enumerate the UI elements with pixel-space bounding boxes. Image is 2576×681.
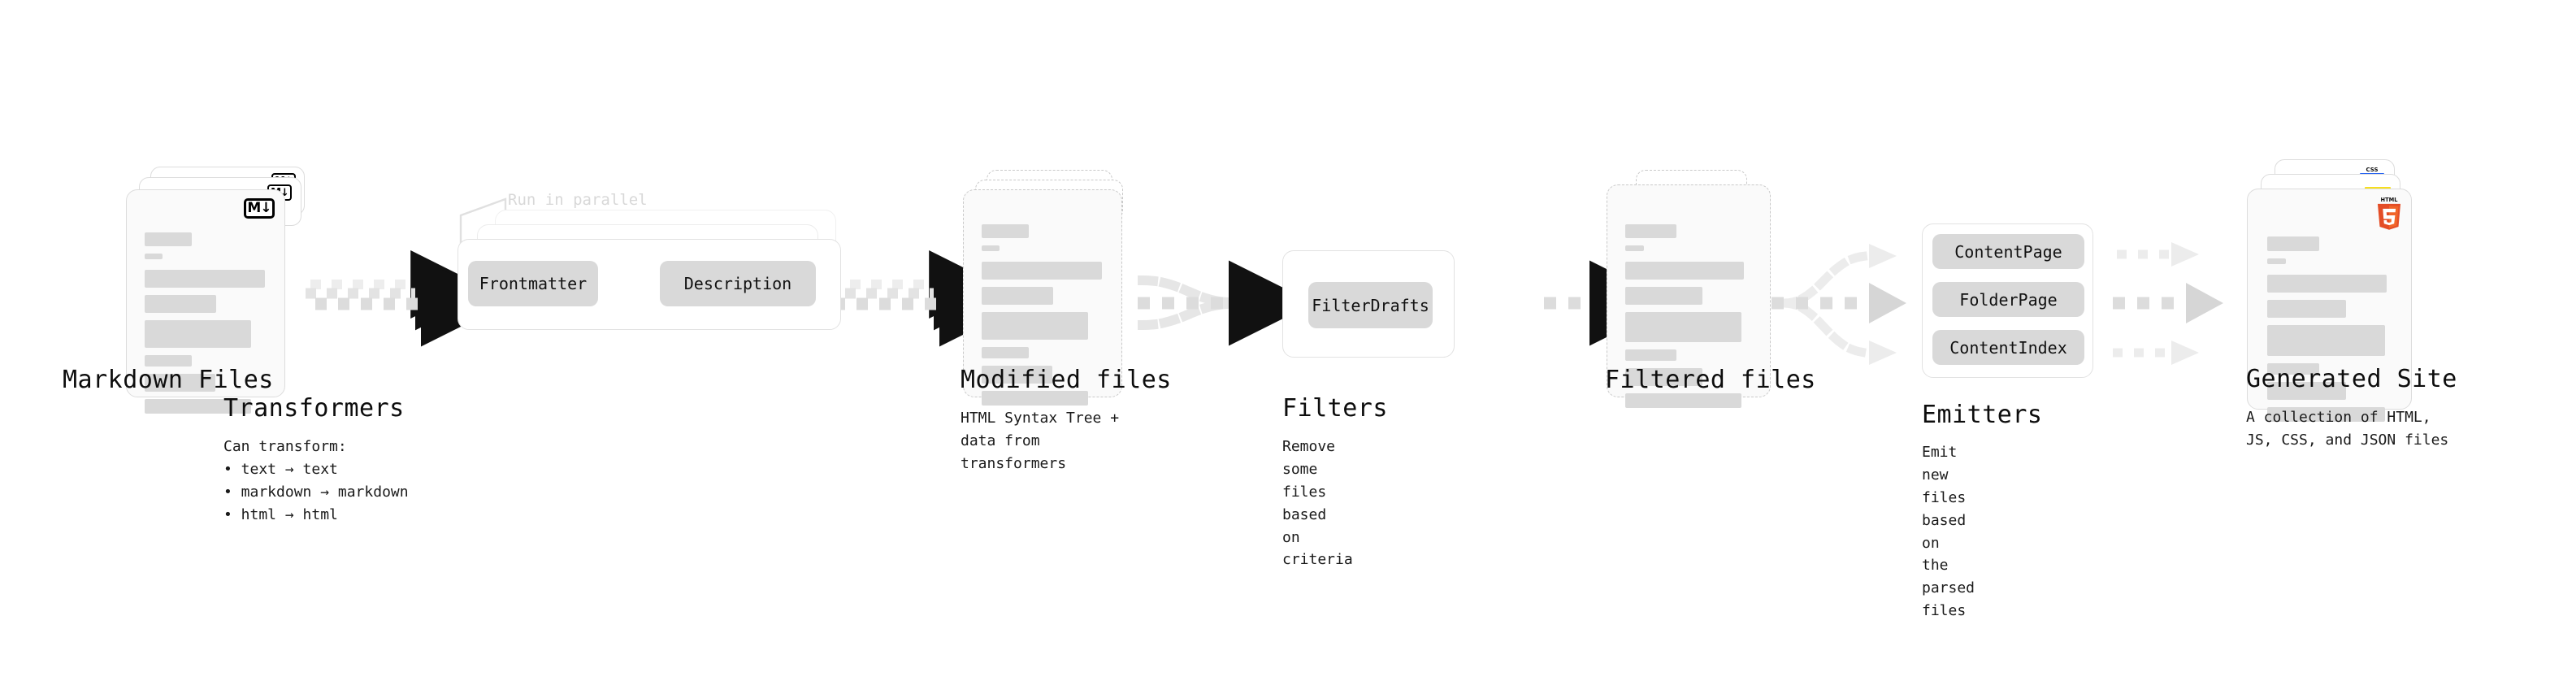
transformer-pill-frontmatter[interactable]: Frontmatter (468, 261, 598, 306)
markdown-placeholder-bars (145, 232, 268, 421)
placeholder-bar (982, 391, 1088, 406)
placeholder-bar (982, 287, 1053, 305)
transformer-pill-description[interactable]: Description (660, 261, 816, 306)
run-in-parallel-label: Run in parallel (508, 191, 648, 209)
stage-title-modified-files: Modified files (961, 366, 1172, 394)
filtered-card-front (1607, 184, 1771, 408)
placeholder-bar (145, 295, 216, 313)
placeholder-bar (1625, 224, 1676, 238)
placeholder-bar (145, 374, 215, 392)
emitter-pill-folderpage[interactable]: FolderPage (1932, 282, 2084, 317)
stage-subtitle-filters: Remove some files based on criteria (1282, 438, 1353, 569)
markdown-icon: M↓ (244, 198, 275, 219)
placeholder-bar (1625, 245, 1644, 251)
stage-filtered-files: Filtered files (1605, 167, 1815, 427)
filtered-placeholder-bars (1625, 224, 1754, 415)
placeholder-bar (1625, 393, 1741, 408)
placeholder-bar (2267, 236, 2319, 251)
placeholder-bar (2267, 363, 2319, 375)
stage-title-filters: Filters (1282, 394, 1388, 423)
site-placeholder-bars (2267, 236, 2395, 429)
placeholder-bar (1625, 262, 1744, 280)
site-card-stack: CSS HTML (2247, 159, 2450, 427)
placeholder-bar (145, 270, 265, 288)
stage-modified-files: Modified files HTML Syntax Tree + data f… (961, 167, 1171, 472)
stage-title-filtered-files: Filtered files (1605, 366, 1816, 394)
placeholder-bar (982, 224, 1029, 238)
markdown-card-stack: M↓ M↓ M↓ (126, 167, 313, 427)
stage-title-generated-site: Generated Site (2246, 365, 2457, 393)
svg-text:HTML: HTML (2381, 197, 2399, 203)
stage-title-markdown-files: Markdown Files (63, 366, 274, 394)
placeholder-bar (2267, 382, 2346, 400)
emitter-pill-contentpage[interactable]: ContentPage (1932, 234, 2084, 269)
markdown-card-front: M↓ (126, 189, 285, 414)
placeholder-bar (982, 262, 1102, 280)
filters-panel: FilterDrafts (1282, 250, 1455, 358)
stage-markdown-files: M↓ M↓ M↓ Markdown Files (63, 167, 313, 427)
modified-card-front (963, 189, 1122, 406)
placeholder-bar (145, 320, 251, 348)
placeholder-bar (1625, 368, 1702, 386)
placeholder-bar (1625, 312, 1741, 342)
placeholder-bar (1625, 349, 1676, 361)
placeholder-bar (145, 355, 192, 367)
placeholder-bar (982, 366, 1052, 384)
filter-pill-filterdrafts[interactable]: FilterDrafts (1308, 282, 1433, 328)
emitter-pill-contentindex[interactable]: ContentIndex (1932, 330, 2084, 365)
stage-title-transformers: Transformers (223, 394, 405, 423)
filtered-card-stack (1607, 167, 1793, 427)
stage-subtitle-modified-files: HTML Syntax Tree + data from transformer… (961, 410, 1120, 472)
stage-subtitle-transformers: Can transform: • text → text • markdown … (223, 438, 409, 523)
placeholder-bar (145, 254, 163, 259)
stage-generated-site: CSS HTML (2246, 159, 2457, 449)
placeholder-bar (982, 312, 1088, 340)
placeholder-bar (2267, 325, 2385, 356)
placeholder-bar (2267, 258, 2286, 264)
placeholder-bar (2267, 275, 2387, 293)
placeholder-bar (1625, 287, 1702, 305)
stage-subtitle-generated-site: A collection of HTML, JS, CSS, and JSON … (2246, 409, 2449, 449)
placeholder-bar (2267, 300, 2346, 318)
placeholder-bar (982, 347, 1029, 358)
site-card-front-html: HTML (2247, 189, 2412, 422)
stage-title-emitters: Emitters (1922, 401, 2043, 429)
emitters-panel: ContentPage FolderPage ContentIndex (1922, 223, 2093, 378)
modified-placeholder-bars (982, 224, 1105, 413)
modified-card-stack (963, 167, 1150, 427)
placeholder-bar (982, 245, 1000, 251)
placeholder-bar (145, 232, 192, 246)
placeholder-bar (2267, 407, 2385, 422)
transformers-panel: Frontmatter Description (458, 239, 841, 330)
placeholder-bar (145, 399, 251, 414)
html5-icon: HTML (2375, 196, 2403, 230)
stage-subtitle-emitters: Emit new files based on the parsed files (1922, 444, 1975, 620)
